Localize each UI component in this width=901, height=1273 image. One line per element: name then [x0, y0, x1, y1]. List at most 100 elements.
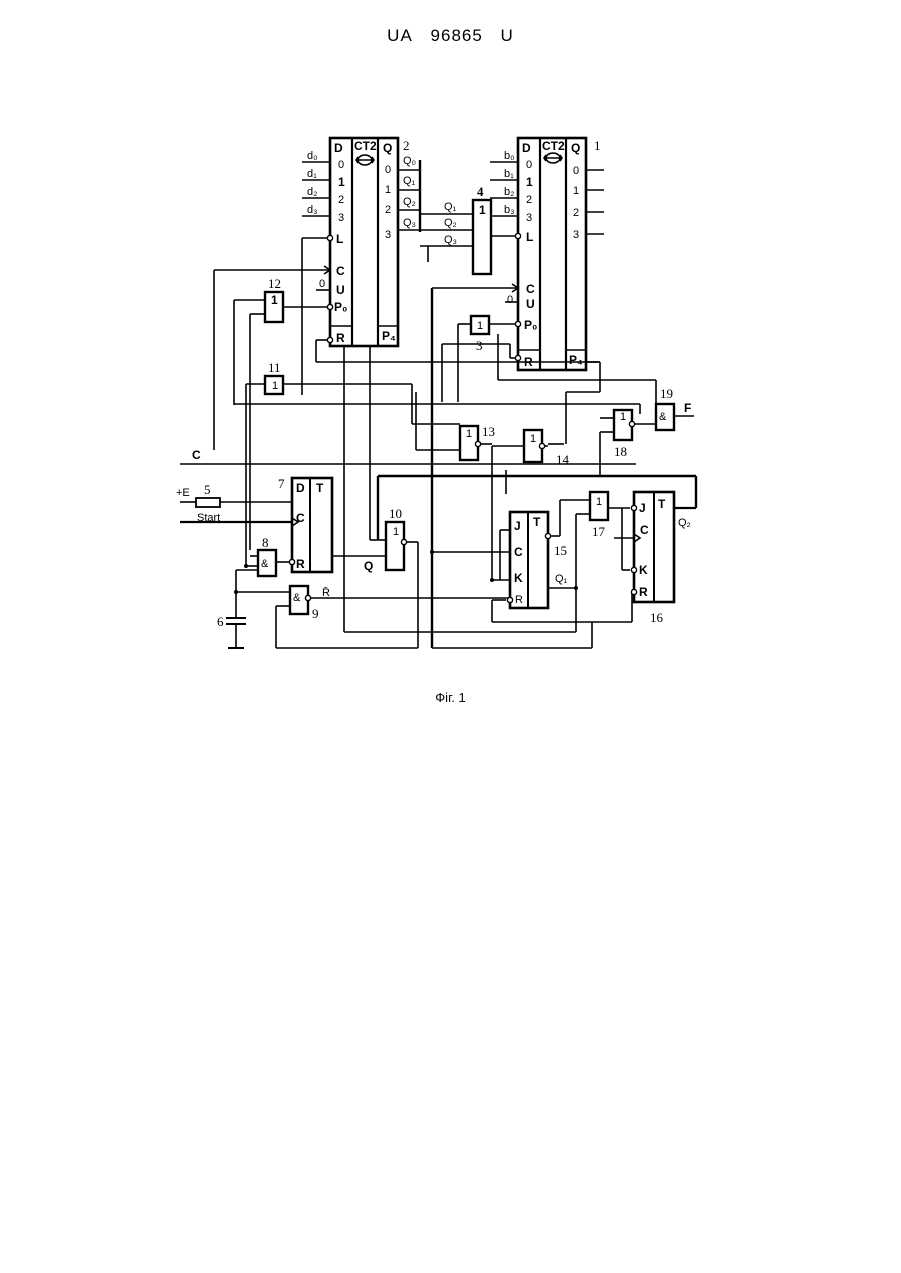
gate-8: [246, 550, 292, 576]
counter-2-out-2: 2: [385, 204, 391, 216]
gate-12: [234, 292, 330, 550]
trigger-16-pin-j: J: [639, 501, 646, 515]
counter-2-pin-d: D: [334, 141, 343, 155]
counter-1-pin-2: 2: [526, 194, 532, 206]
counter-1-pin-3: 3: [526, 212, 532, 224]
counter-2-type: CT2: [354, 139, 377, 153]
input-d3: d₃: [307, 204, 318, 216]
gate-9-ref: 9: [312, 606, 319, 621]
trigger-16-pin-k: K: [639, 563, 648, 577]
gate-8-ref: 8: [262, 535, 269, 550]
gate-19-symbol: &: [659, 411, 667, 423]
gate-10: [370, 522, 418, 648]
trigger-15-pin-c: C: [514, 545, 523, 559]
counter-2-pin-l: L: [336, 232, 343, 246]
counter-1-pin-r: R: [524, 355, 533, 369]
trigger-7-ref: 7: [278, 476, 285, 491]
r-bar-label: R̄: [322, 586, 330, 599]
counter-2-pin-u: U: [336, 283, 345, 297]
bus-q2: Q₂: [444, 217, 457, 229]
counter-1-pin-c: C: [526, 282, 535, 296]
counter-2-out-1: 1: [385, 184, 391, 196]
input-b3: b₃: [504, 204, 515, 216]
bus-q3: Q₃: [444, 234, 457, 246]
counter-2-q0: Q₀: [403, 155, 416, 167]
counter-2-pin-2: 2: [338, 194, 344, 206]
gate-9-symbol: &: [293, 592, 301, 604]
clock-label: C: [192, 448, 201, 462]
gate-11-symbol: 1: [272, 380, 278, 392]
counter-1-out-0: 0: [573, 165, 579, 177]
counter-1-pin-q: Q: [571, 141, 580, 155]
trigger-16-pin-c: C: [640, 523, 649, 537]
trigger-16-pin-r: R: [639, 585, 648, 599]
counter-2-pin-0: 0: [338, 159, 344, 171]
counter-1-out-3: 3: [573, 229, 579, 241]
counter-2-q3: Q₃: [403, 217, 416, 229]
gate-14-ref: 14: [556, 452, 570, 467]
counter-2-out-0: 0: [385, 164, 391, 176]
counter-2-pin-c: C: [336, 264, 345, 278]
gate-11-ref: 11: [268, 360, 281, 375]
trigger-7-pin-d: D: [296, 481, 305, 495]
counter-1-pin-p4: P₄: [569, 353, 583, 367]
counter-2-pin-p0: P₀: [334, 300, 347, 314]
trigger-15-ref: 15: [554, 543, 567, 558]
gate-12-ref: 12: [268, 276, 281, 291]
gate-3-symbol: 1: [477, 320, 483, 332]
gate-14-symbol: 1: [530, 433, 536, 445]
trigger-15-pin-k: K: [514, 571, 523, 585]
counter-1-u-level: 0: [507, 294, 513, 306]
counter-2-pin-3: 3: [338, 212, 344, 224]
counter-2-pin-q: Q: [383, 141, 392, 155]
trigger-15-output: Q₁: [555, 573, 568, 585]
gate-18-symbol: 1: [620, 411, 626, 423]
input-d1: d₁: [307, 168, 317, 180]
counter-2-q1: Q₁: [403, 175, 416, 187]
gate-4-ref: 4: [477, 184, 484, 199]
counter-2-pin-p4: P₄: [382, 329, 396, 343]
gate-18-ref: 18: [614, 444, 627, 459]
gate-12-symbol: 1: [271, 293, 278, 307]
counter-1-pin-p0: P₀: [524, 318, 537, 332]
trigger-7: [292, 478, 386, 572]
counter-1-type: CT2: [542, 139, 565, 153]
counter-1-pin-l: L: [526, 230, 533, 244]
trigger-15-pin-r: R: [515, 594, 523, 606]
trigger-7-pin-r: R: [296, 557, 305, 571]
gate-17: [560, 492, 630, 588]
gate-10-ref: 10: [389, 506, 402, 521]
counter-1-pin-0: 0: [526, 159, 532, 171]
trigger-15-pin-j: J: [514, 519, 521, 533]
gate-3-ref: 3: [476, 338, 483, 353]
gate-4-symbol: 1: [479, 203, 486, 217]
resistor-5-ref: 5: [204, 482, 211, 497]
gate-17-symbol: 1: [596, 496, 602, 508]
q-label: Q: [364, 559, 373, 573]
gate-10-symbol: 1: [393, 526, 399, 538]
gate-13-symbol: 1: [466, 428, 472, 440]
bus-q1: Q₁: [444, 201, 457, 213]
counter-1-pin-d: D: [522, 141, 531, 155]
gate-9: [236, 586, 508, 648]
gate-13-ref: 13: [482, 424, 495, 439]
trigger-15-type: T: [533, 515, 541, 529]
trigger-16-output: Q₂: [678, 517, 691, 529]
counter-2-pin-1: 1: [338, 175, 345, 189]
input-d2: d₂: [307, 186, 317, 198]
input-b0: b₀: [504, 150, 515, 162]
gate-3: [458, 316, 656, 402]
counter-1-out-2: 2: [573, 207, 579, 219]
supply-label: +E: [176, 487, 190, 499]
counter-1-ref: 1: [594, 138, 601, 153]
counter-2-q2: Q₂: [403, 196, 416, 208]
capacitor-6: [226, 570, 258, 648]
counter-1-out-1: 1: [573, 185, 579, 197]
counter-2: [302, 138, 420, 346]
output-f-label: F: [684, 401, 691, 415]
figure-caption: Фіг. 1: [0, 690, 901, 705]
input-d0: d₀: [307, 150, 318, 162]
start-label: Start: [197, 512, 220, 524]
gate-17-ref: 17: [592, 524, 606, 539]
